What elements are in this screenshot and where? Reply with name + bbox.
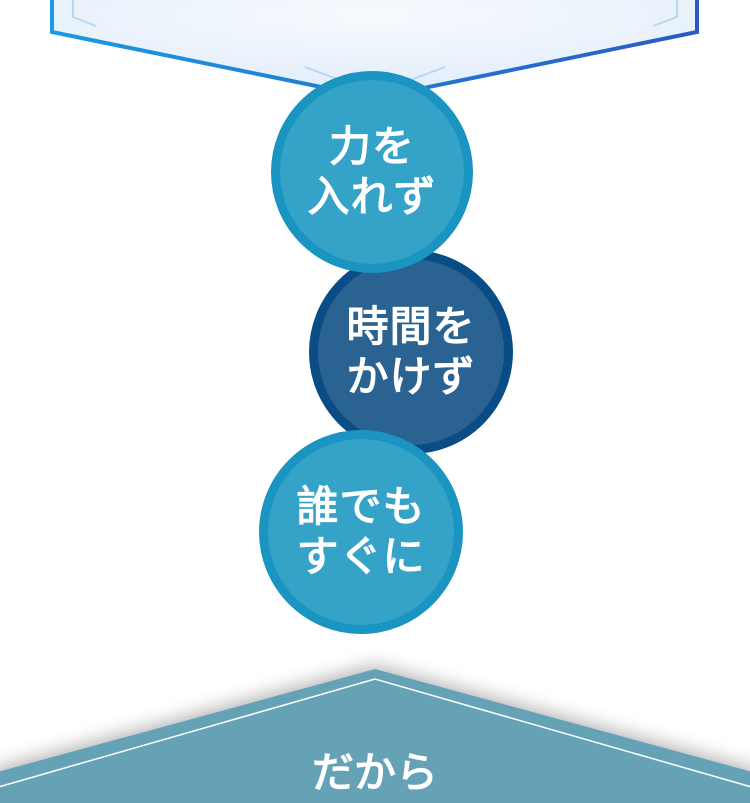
bottom-banner-shape: [0, 669, 750, 803]
feature-circle-anyone-instantly: 誰でも すぐに: [259, 430, 463, 634]
circle-2-line-1: 時間を: [346, 302, 476, 351]
hex-inner-line-left: [72, 0, 97, 27]
banner-inner-line: [0, 678, 750, 788]
circle-3-line-2: すぐに: [296, 532, 426, 581]
banner-heading: だから: [311, 748, 438, 797]
hex-inner-line-right: [652, 0, 678, 27]
circle-1-line-2: 入れず: [307, 172, 437, 221]
circle-1-line-1: 力を: [328, 122, 415, 171]
circle-3-line-1: 誰でも: [296, 482, 426, 531]
feature-circle-no-time: 時間を かけず: [309, 250, 513, 454]
circle-2-line-2: かけず: [346, 352, 476, 401]
feature-circle-no-effort: 力を 入れず: [271, 71, 473, 273]
